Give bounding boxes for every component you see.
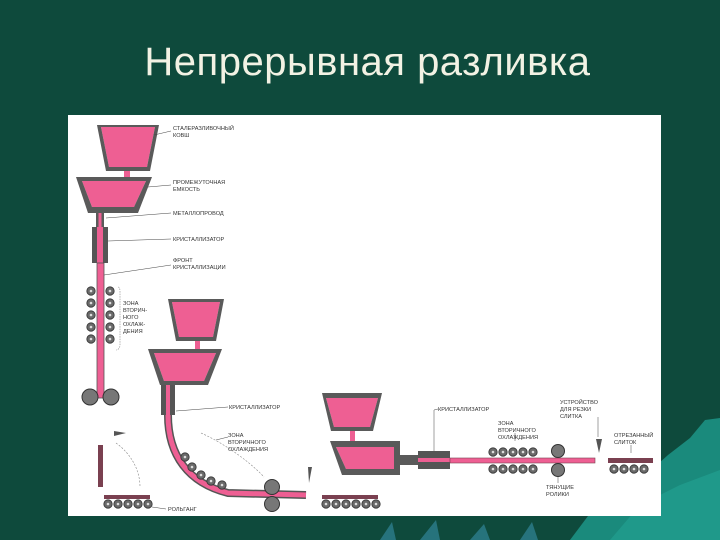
curved-ladle-steel (172, 302, 220, 337)
tundish-steel (82, 181, 146, 207)
horizontal-tundish-shell (330, 441, 400, 475)
label-mold-vertical: КРИСТАЛЛИЗАТОР (173, 237, 224, 243)
label-mold-curved: КРИСТАЛЛИЗАТОР (229, 405, 280, 411)
strand (96, 262, 105, 399)
horizontal-tundish-steel (336, 447, 394, 469)
tundish-shell (76, 177, 152, 213)
label-mold-horizontal: КРИСТАЛЛИЗАТОР (438, 407, 489, 413)
label-nozzle: МЕТАЛЛОПРОВОД (173, 211, 224, 217)
curved-tundish-steel (154, 353, 216, 381)
curved-tundish-shell (148, 349, 222, 385)
slide-title: Непрерывная разливка (144, 40, 591, 84)
horizontal-ladle-steel (326, 398, 378, 427)
horizontal-strand (449, 457, 596, 464)
label-roller-table: РОЛЬГАНГ (168, 507, 197, 513)
horizontal-ladle-shell (322, 393, 382, 431)
horizontal-roller-table (609, 464, 649, 474)
ladle-steel (101, 127, 155, 167)
roller-table (103, 499, 153, 509)
